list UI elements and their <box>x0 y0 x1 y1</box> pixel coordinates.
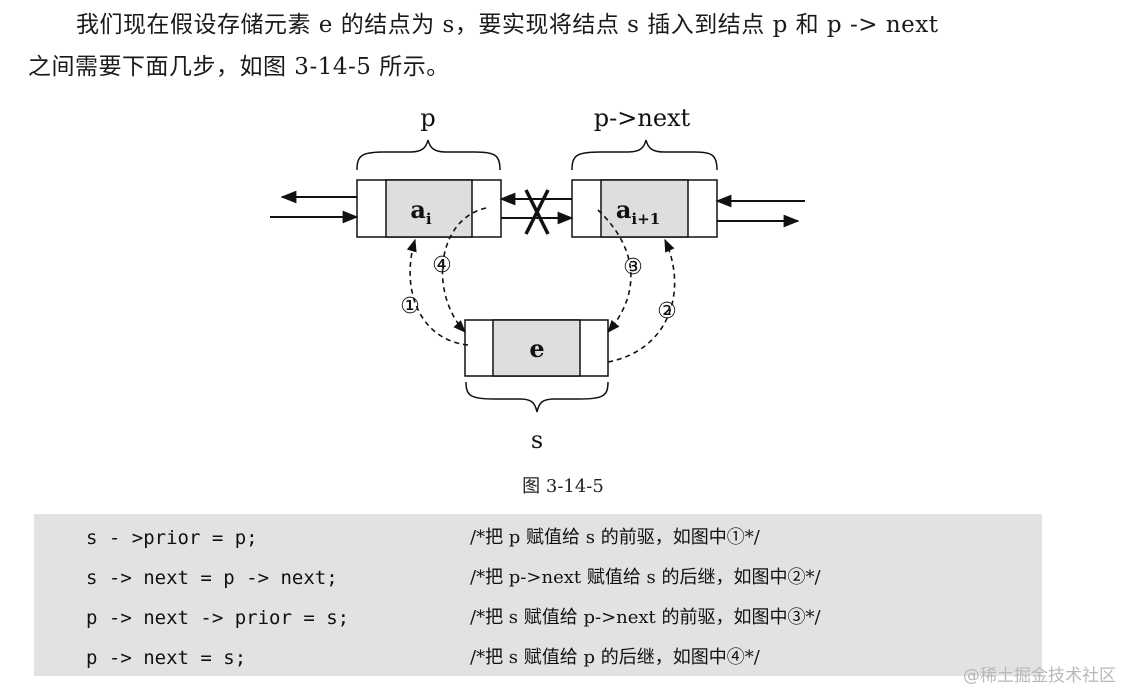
watermark: @稀土掘金技术社区 <box>963 666 1116 686</box>
intro-paragraph: 我们现在假设存储元素 e 的结点为 s，要实现将结点 s 插入到结点 p 和 p… <box>28 4 1108 88</box>
node-e: e <box>464 319 609 377</box>
brace-p-next <box>571 139 718 171</box>
node-ai: ai <box>356 179 502 238</box>
arrow-step-4 <box>441 207 487 333</box>
step-label-1: ① <box>400 294 420 319</box>
code-comment: /*把 s 赋值给 p 的后继，如图中④*/ <box>470 647 760 668</box>
node-ai-text: a <box>410 195 426 224</box>
svg-text:ai: ai <box>410 195 432 228</box>
code-statement: s - >prior = p; <box>86 527 258 549</box>
code-statement: s -> next = p -> next; <box>86 567 338 589</box>
arrow-step-2 <box>607 238 676 363</box>
code-comment: /*把 s 赋值给 p->next 的前驱，如图中③*/ <box>470 607 821 628</box>
step-label-4: ④ <box>432 253 452 278</box>
step-label-2: ② <box>657 299 677 324</box>
node-e-text: e <box>529 334 544 363</box>
code-comment: /*把 p 赋值给 s 的前驱，如图中①*/ <box>470 527 760 548</box>
brace-p <box>356 139 501 171</box>
brace-s <box>465 381 609 413</box>
paragraph-line-2: 之间需要下面几步，如图 3-14-5 所示。 <box>28 54 450 80</box>
node-ai-subscript: i <box>426 210 432 228</box>
node-ai1-subscript: i+1 <box>631 210 660 228</box>
svg-text:ai+1: ai+1 <box>616 195 660 228</box>
figure-caption: 图 3-14-5 <box>522 476 604 497</box>
step-label-3: ③ <box>623 255 643 280</box>
code-statement: p -> next = s; <box>86 647 247 669</box>
label-p-next: p->next <box>594 104 691 132</box>
arrow-step-3 <box>597 209 632 333</box>
cross-mark <box>524 189 550 235</box>
linked-list-insertion-diagram: p p->next ai ai+1 e ① ② ③ ④ s <box>270 104 805 454</box>
label-s: s <box>531 426 543 454</box>
code-comment: /*把 p->next 赋值给 s 的后继，如图中②*/ <box>470 567 821 588</box>
code-statement: p -> next -> prior = s; <box>86 607 350 629</box>
node-ai1: ai+1 <box>571 179 718 238</box>
paragraph-line-1: 我们现在假设存储元素 e 的结点为 s，要实现将结点 s 插入到结点 p 和 p… <box>76 12 939 38</box>
code-block: s - >prior = p; /*把 p 赋值给 s 的前驱，如图中①*/ s… <box>34 514 1042 676</box>
label-p: p <box>420 104 435 132</box>
node-ai1-text: a <box>616 195 632 224</box>
arrow-step-1 <box>406 238 469 346</box>
